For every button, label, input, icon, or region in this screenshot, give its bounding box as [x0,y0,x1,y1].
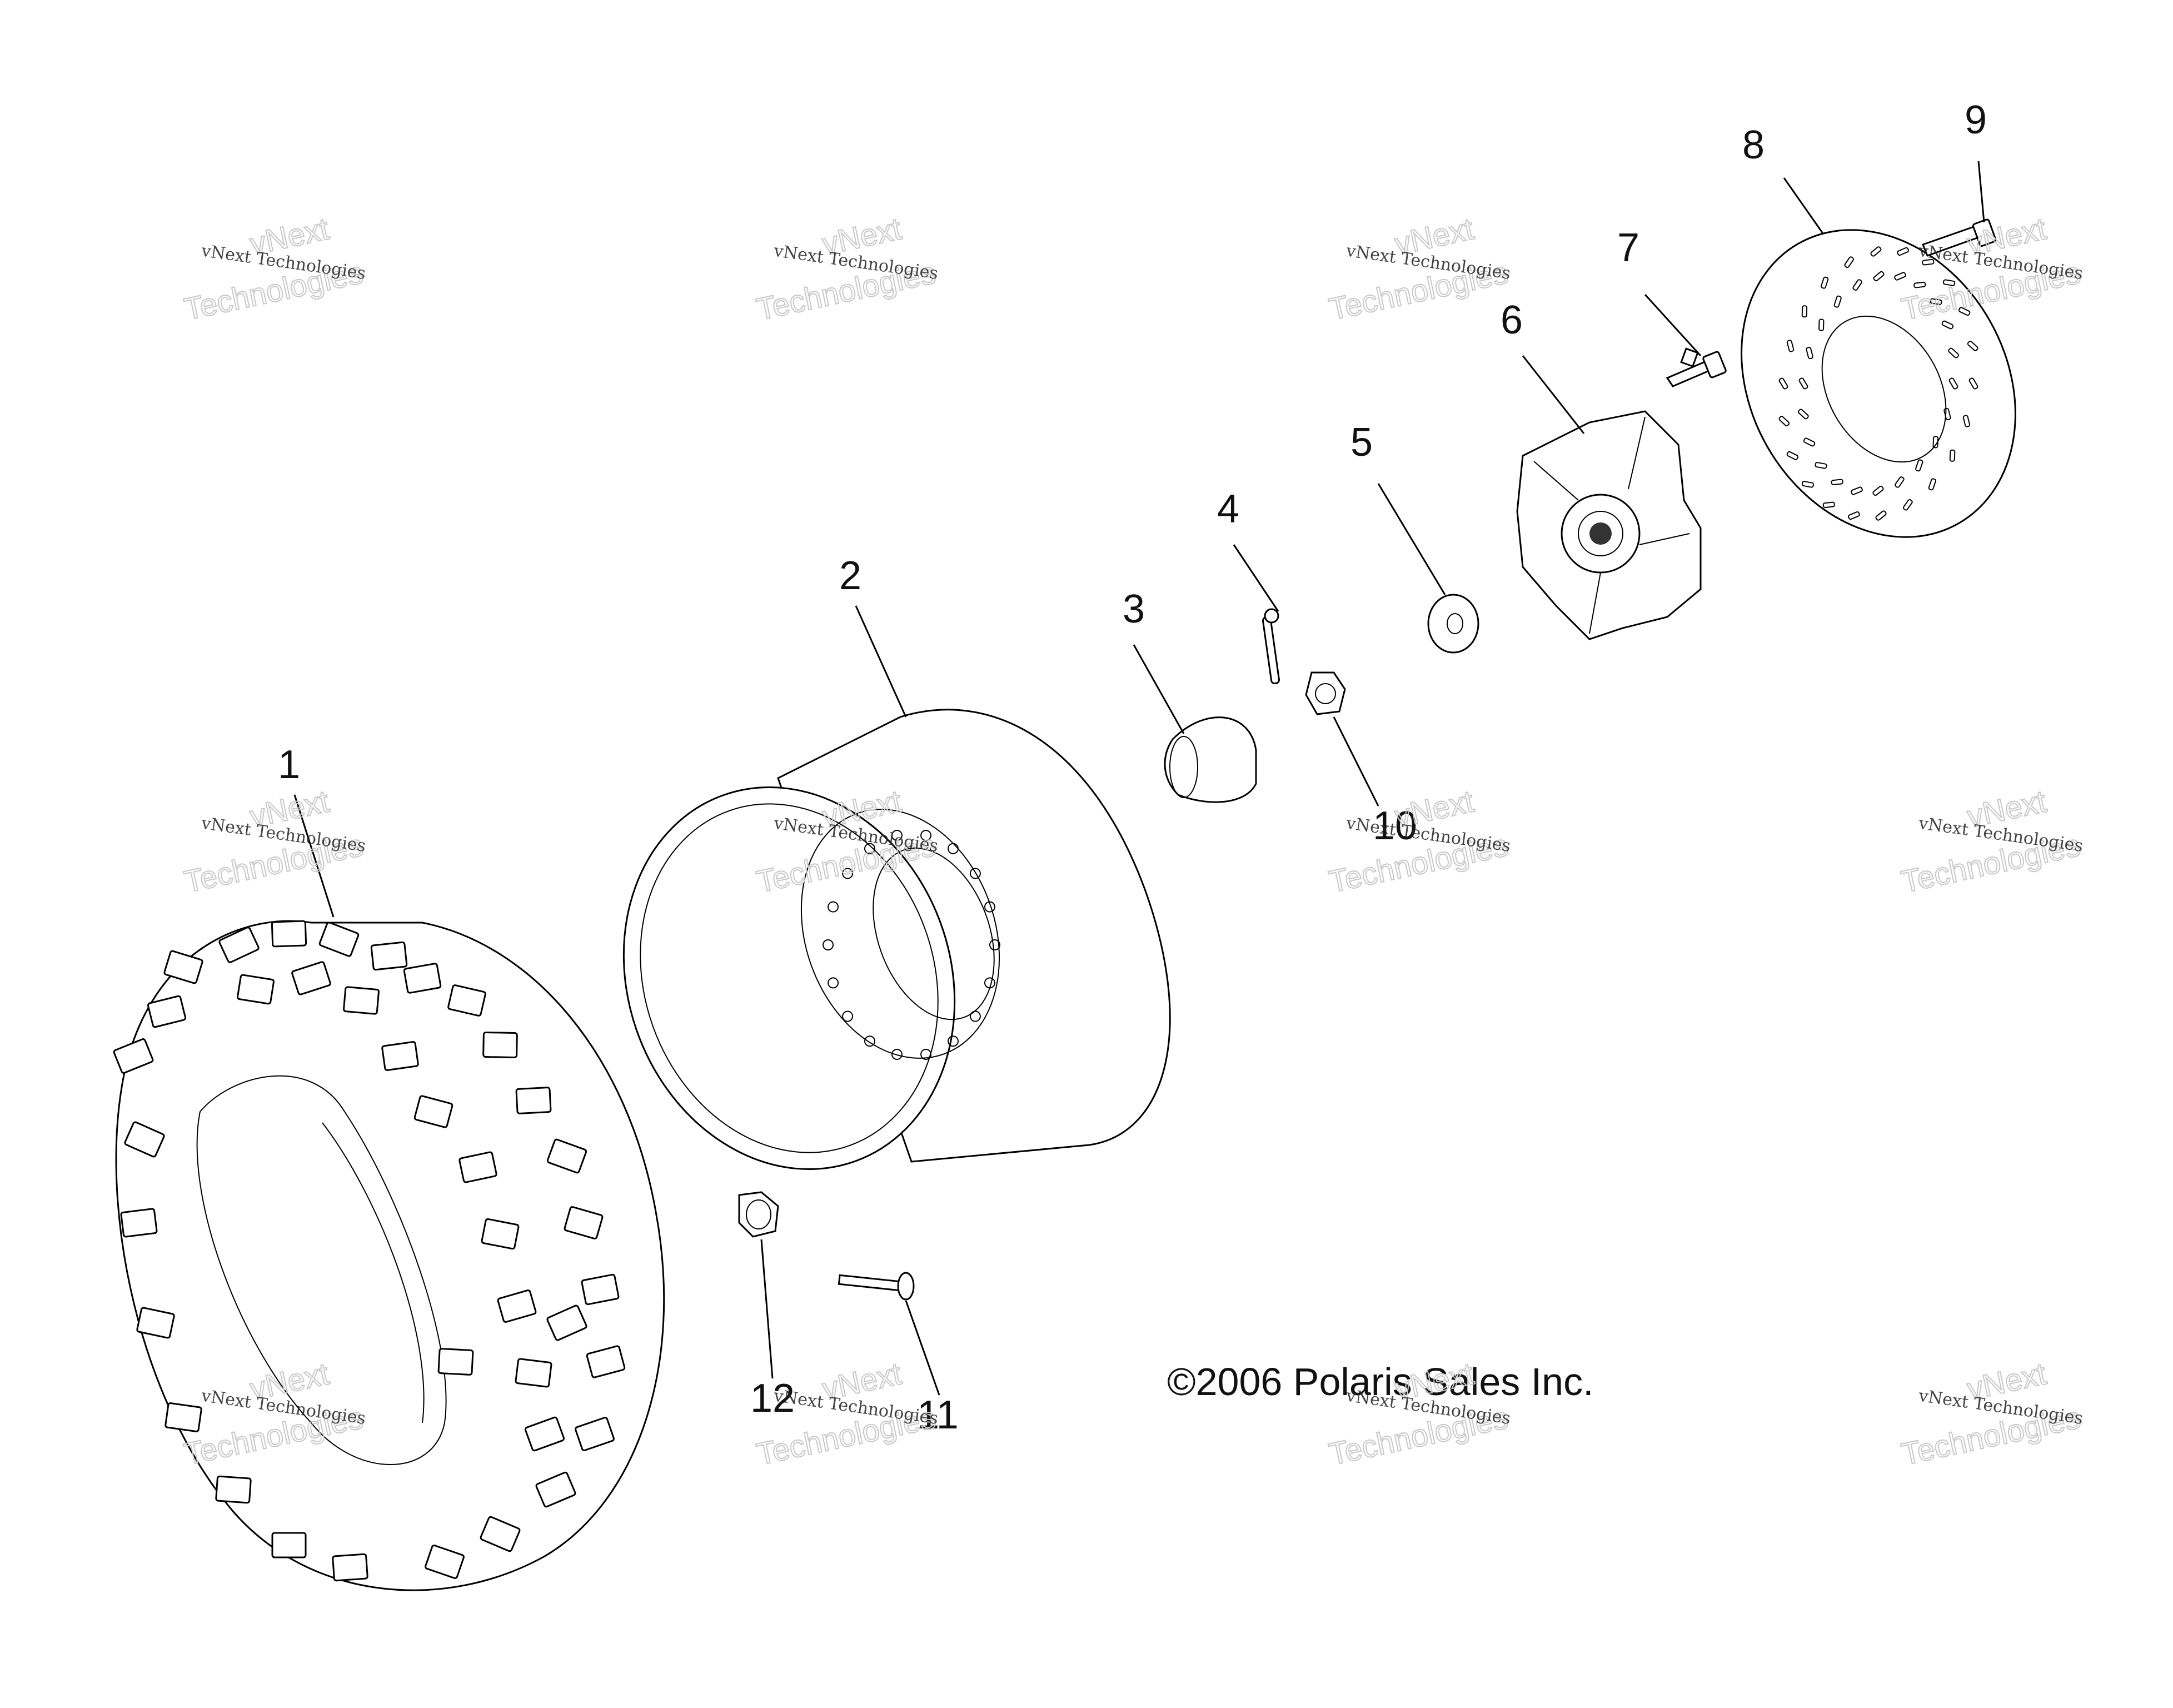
callout-labels: 1 2 3 4 5 6 7 8 9 10 11 12 [278,98,1987,1437]
rim-bolt-holes [823,830,1000,1060]
disc-slots [1778,246,1978,521]
brake-bolt [1922,218,1997,257]
lug-nut [738,1191,779,1238]
brake-disc [1741,229,2016,538]
callout-12: 12 [750,1376,795,1421]
tire [113,920,665,1591]
castle-nut [1305,671,1346,715]
callout-6: 6 [1501,298,1523,342]
rim-bolt [838,1272,915,1301]
callout-9: 9 [1965,98,1987,142]
cotter-pin [1262,608,1280,685]
wheel-stud [1666,351,1727,387]
callout-10: 10 [1373,804,1417,848]
dust-cap [1164,716,1257,803]
callout-11: 11 [917,1393,959,1437]
callout-3: 3 [1123,587,1145,631]
hub [1516,347,1702,640]
callout-1: 1 [278,743,300,787]
callout-5: 5 [1350,420,1373,465]
copyright-text: ©2006 Polaris Sales Inc. [1167,1360,1594,1403]
callout-8: 8 [1742,123,1765,167]
rim [622,709,1171,1171]
callout-2: 2 [839,554,861,598]
callout-7: 7 [1617,226,1639,270]
leader-lines [293,161,1985,1396]
tire-treads [113,920,626,1582]
callout-4: 4 [1217,487,1239,531]
washer [1427,594,1479,654]
